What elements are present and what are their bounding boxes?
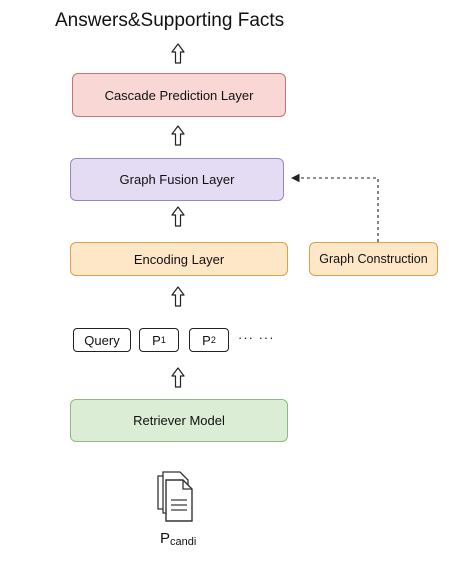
cascade-prediction-layer: Cascade Prediction Layer (72, 73, 286, 117)
up-arrow-icon (171, 206, 185, 227)
cascade-prediction-layer-label: Cascade Prediction Layer (104, 87, 254, 103)
candidate-subscript: candi (170, 536, 197, 548)
graph-construction-box: Graph Construction (309, 242, 438, 276)
query-label: Query (84, 332, 120, 348)
document-stack-icon (157, 471, 193, 522)
up-arrow-icon (171, 286, 185, 307)
graph-fusion-layer-label: Graph Fusion Layer (119, 172, 235, 187)
encoding-layer-label: Encoding Layer (133, 251, 225, 267)
retriever-model-label: Retriever Model (133, 413, 225, 428)
passage-1-base: P (152, 332, 161, 348)
diagram-title: Answers&Supporting Facts (55, 10, 285, 31)
up-arrow-icon (171, 125, 185, 146)
graph-construction-label: Graph Construction (319, 252, 428, 266)
up-arrow-icon (171, 43, 185, 64)
retriever-model-box: Retriever Model (70, 399, 288, 442)
candidate-base: P (160, 530, 171, 547)
dashed-arrow-icon (290, 173, 379, 242)
query-chip: Query (73, 328, 131, 352)
passage-2-subscript: 2 (210, 335, 216, 345)
graph-fusion-layer: Graph Fusion Layer (70, 158, 284, 201)
more-passages-ellipsis: ··· ··· (238, 330, 275, 345)
up-arrow-icon (171, 367, 185, 388)
candidate-passages-label: Pcandi (160, 530, 196, 548)
passage-1-subscript: 1 (160, 335, 166, 345)
encoding-layer: Encoding Layer (70, 242, 288, 276)
passage-2-base: P (202, 332, 211, 348)
